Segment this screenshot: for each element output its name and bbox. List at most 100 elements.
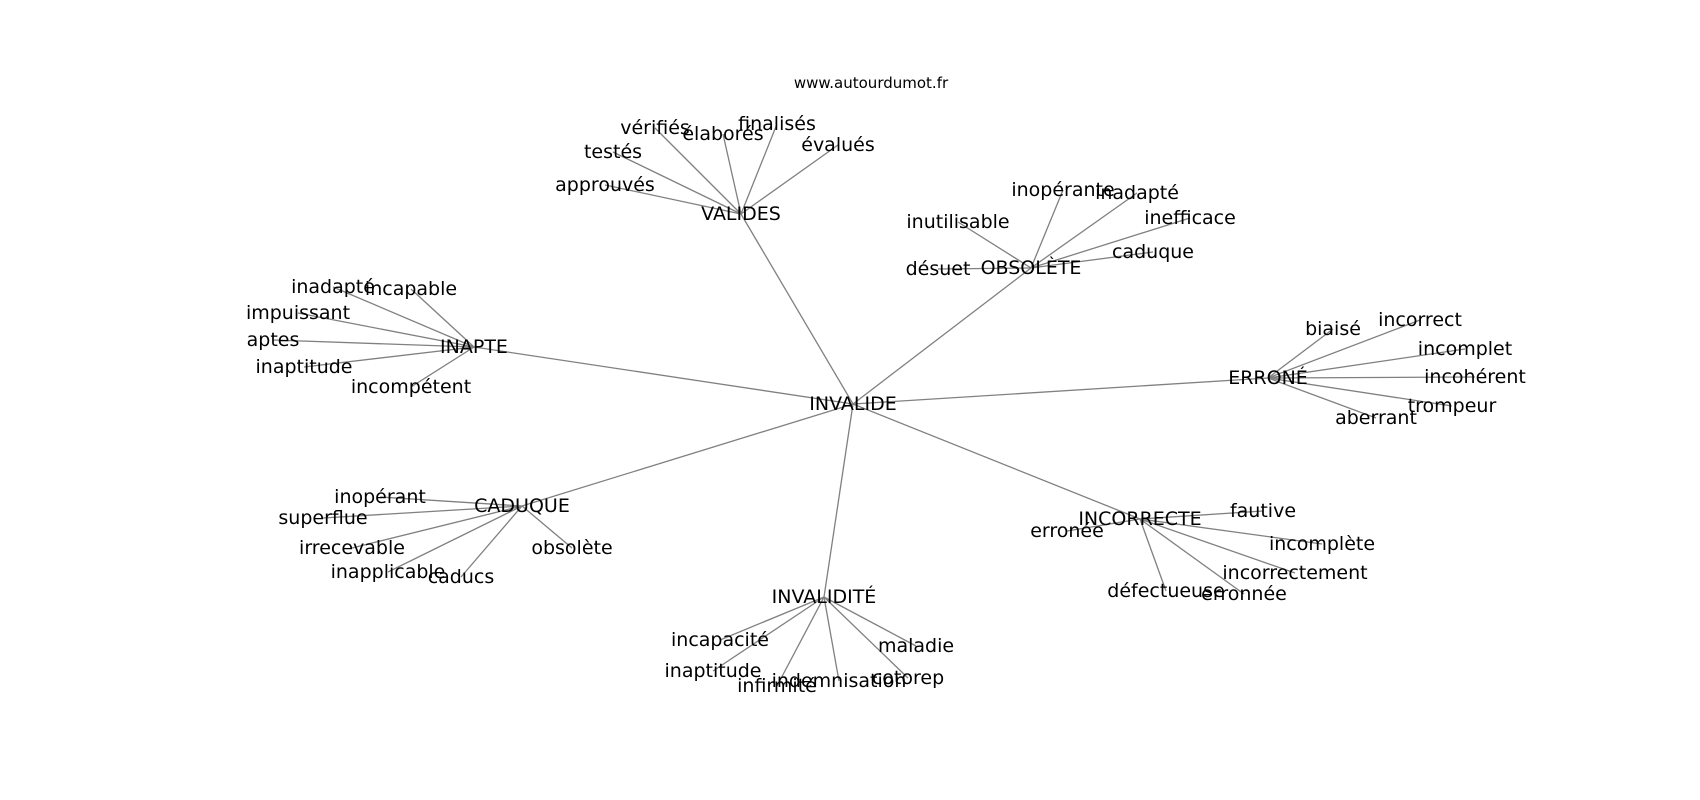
word-node-label: testés <box>584 141 642 163</box>
edges <box>272 123 1476 687</box>
word-node-label: inadapté <box>1095 182 1179 204</box>
word-node-label: aberrant <box>1335 407 1417 429</box>
leaf-edge <box>303 346 475 368</box>
word-node-label: caduque <box>1112 241 1194 263</box>
word-node-label: incorrect <box>1378 309 1462 331</box>
leaf-edge <box>612 151 742 215</box>
group-node-label: INCORRECTE <box>1078 508 1201 530</box>
leaf-edge <box>823 596 840 682</box>
leaf-edge <box>332 286 475 348</box>
word-node-label: infirmité <box>737 675 817 697</box>
leaf-edge <box>712 596 825 672</box>
word-node-label: finalisés <box>738 113 816 135</box>
leaf-edge <box>719 596 825 641</box>
root-edge <box>852 403 1141 520</box>
word-node-label: incompétent <box>351 376 471 398</box>
leaf-edge <box>1267 319 1421 379</box>
word-node-label: caducs <box>428 566 495 588</box>
root-edge <box>852 267 1032 405</box>
leaf-edge <box>1139 518 1167 592</box>
group-node-label: OBSOLÈTE <box>981 256 1082 279</box>
word-node-label: défectueuse <box>1107 580 1224 602</box>
word-node-label: incapacité <box>671 629 769 651</box>
leaf-edge <box>1139 510 1264 520</box>
leaf-edge <box>1267 377 1453 407</box>
word-node-label: approuvés <box>555 174 655 196</box>
leaf-edge <box>957 221 1032 269</box>
word-node-label: biaisé <box>1305 318 1361 340</box>
leaf-edge <box>460 505 523 578</box>
word-node-label: superflue <box>278 507 367 529</box>
leaf-edge <box>351 505 523 549</box>
group-node-label: ERRONÉ <box>1228 366 1308 389</box>
leaf-edge <box>740 144 839 215</box>
leaf-edge <box>410 288 475 348</box>
leaf-edge <box>1030 192 1138 269</box>
leaf-edge <box>410 346 475 388</box>
word-node-label: incorrectement <box>1222 562 1367 584</box>
word-node-label: évalués <box>801 134 875 156</box>
word-node-label: inaptitude <box>256 356 353 378</box>
group-node-label: VALIDES <box>701 203 781 225</box>
word-node-label: élaborés <box>682 123 763 145</box>
leaf-edge <box>823 596 917 647</box>
word-node-label: incomplète <box>1269 533 1375 555</box>
root-edge <box>740 213 854 405</box>
leaf-edge <box>1030 217 1191 269</box>
word-node-label: impuissant <box>246 302 350 324</box>
leaf-edge <box>1030 189 1064 269</box>
root-edge <box>521 403 854 507</box>
leaf-edge <box>604 184 742 215</box>
word-node-label: incohérent <box>1424 366 1526 388</box>
root-edge <box>823 403 854 598</box>
word-node-label: erronnée <box>1201 583 1287 605</box>
word-node-label: maladie <box>878 635 954 657</box>
leaf-edge <box>297 312 475 348</box>
leaf-edge <box>823 596 909 679</box>
leaf-edge <box>1139 518 1245 595</box>
group-node-label: INVALIDITÉ <box>772 585 877 608</box>
word-node-label: inadapté <box>291 276 375 298</box>
word-node-label: erronée <box>1030 520 1104 542</box>
word-node-label: irrecevable <box>299 537 405 559</box>
word-node-label: désuet <box>906 258 971 280</box>
word-node-label: indemnisation <box>772 670 907 692</box>
labels: INVALIDE VALIDESapprouvéstestésvérifiésé… <box>246 113 1526 697</box>
leaf-edge <box>1066 518 1141 532</box>
leaf-edge <box>1139 518 1323 545</box>
leaf-edge <box>1267 348 1466 379</box>
word-node-label: incomplet <box>1418 338 1512 360</box>
leaf-edge <box>322 505 523 519</box>
leaf-edge <box>722 133 742 215</box>
word-node-label: inutilisable <box>906 211 1009 233</box>
word-node-label: inopérante <box>1011 179 1114 201</box>
root-edge <box>852 377 1269 405</box>
word-node-label: aptes <box>247 329 300 351</box>
leaf-edge <box>1139 518 1296 574</box>
word-node-label: inaptitude <box>665 660 762 682</box>
word-node-label: vérifiés <box>620 117 690 139</box>
group-node-label: INAPTE <box>440 336 508 358</box>
word-node-label: incapable <box>365 278 457 300</box>
word-node-label: trompeur <box>1408 395 1497 417</box>
leaf-edge <box>1267 376 1476 379</box>
leaf-edge <box>776 596 825 687</box>
leaf-edge <box>1267 328 1334 379</box>
word-node-label: cotorep <box>872 667 944 689</box>
word-node-label: fautive <box>1230 500 1296 522</box>
word-node-label: inopérant <box>334 486 426 508</box>
leaf-edge <box>937 267 1032 270</box>
leaf-edge <box>387 505 523 573</box>
leaf-edge <box>1030 251 1154 269</box>
root-edge <box>473 346 854 405</box>
leaf-edge <box>654 127 742 215</box>
source-watermark: www.autourdumot.fr <box>794 74 949 92</box>
group-node-label: CADUQUE <box>474 495 570 517</box>
leaf-edge <box>272 339 475 348</box>
leaf-edge <box>521 505 573 549</box>
root-node-label: INVALIDE <box>809 393 896 415</box>
word-node-label: inefficace <box>1144 207 1236 229</box>
leaf-edge <box>740 123 778 215</box>
word-node-label: inapplicable <box>331 561 446 583</box>
